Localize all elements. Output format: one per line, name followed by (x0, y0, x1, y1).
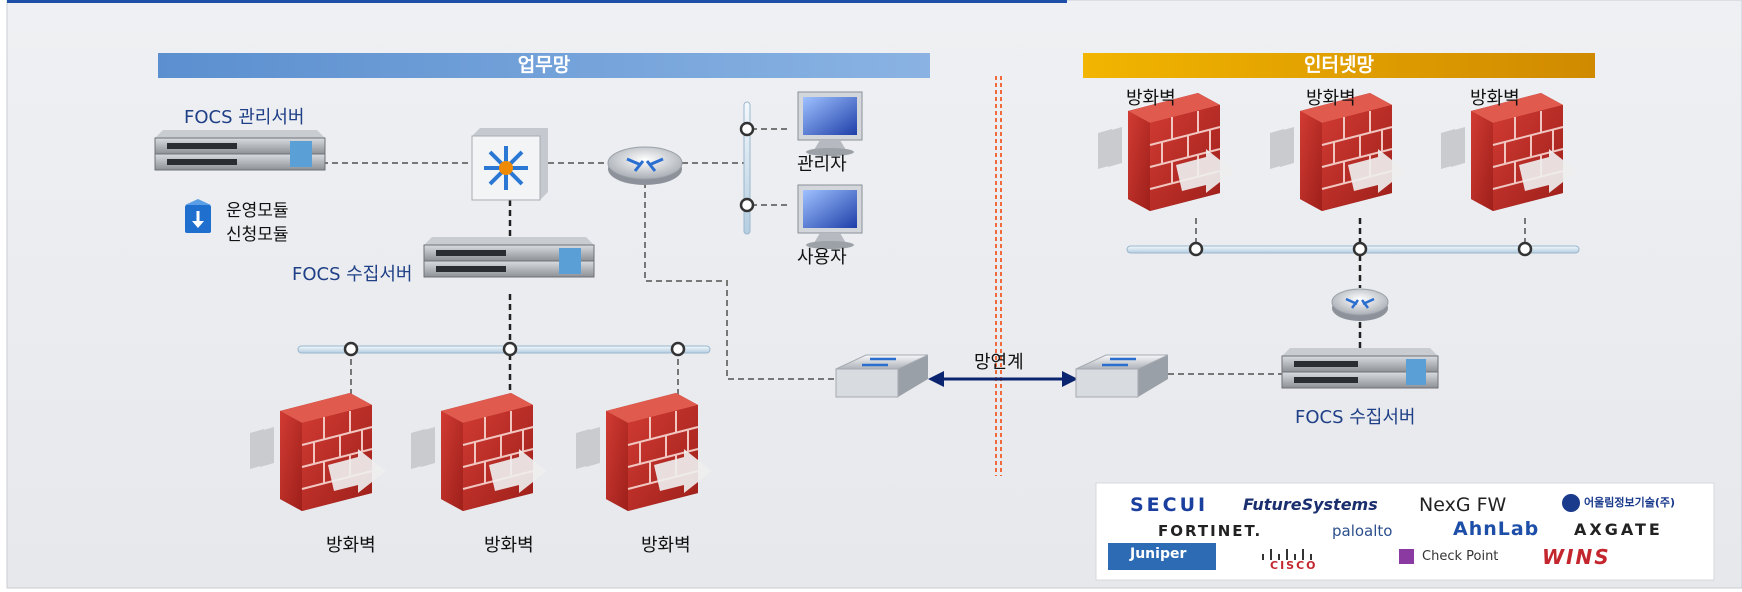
focs-mgmt-server-icon (154, 130, 326, 171)
focs-collect-server-left-icon (423, 237, 595, 278)
internet-router-icon (1331, 288, 1389, 321)
business-zone-title: 업무망 (517, 54, 571, 76)
firewall-bottom-3-label: 방화벽 (641, 535, 691, 556)
business-zone-band (158, 53, 930, 78)
admin-label: 관리자 (797, 154, 847, 175)
user-monitor-icon (797, 184, 863, 249)
nexg-logo: NexG FW (1419, 494, 1507, 516)
secui-logo: SECUI (1130, 494, 1209, 516)
network-link-label: 망연계 (974, 352, 1024, 373)
checkpoint-logo: Check Point (1422, 549, 1499, 564)
fortinet-logo: FORTINET. (1158, 522, 1263, 540)
user-label: 사용자 (797, 247, 847, 268)
admin-monitor-icon (797, 91, 863, 156)
juniper-logo: Juniper (1130, 546, 1187, 562)
ops-module-label: 운영모듈 (226, 201, 289, 221)
axgate-logo: AXGATE (1574, 520, 1663, 539)
wins-logo: WINS (1542, 545, 1611, 569)
future-systems-logo: FutureSystems (1243, 495, 1378, 514)
focs-collect-server-left-label: FOCS 수집서버 (292, 264, 413, 285)
internet-zone-band (1083, 53, 1595, 78)
core-switch-icon (471, 128, 548, 201)
router-icon (607, 146, 683, 185)
cisco-logo: CISCO (1270, 559, 1318, 572)
firewall-top-3-label: 방화벽 (1470, 88, 1520, 109)
firewall-top-2-label: 방화벽 (1306, 88, 1356, 109)
vendor-logo-card (1095, 482, 1715, 581)
link-switch-left-icon (835, 354, 929, 398)
module-download-icon (185, 199, 211, 233)
firewall-top-1-label: 방화벽 (1126, 88, 1176, 109)
eoullim-logo: 어울림정보기술(주) (1584, 496, 1676, 509)
firewall-bottom-1-label: 방화벽 (326, 535, 376, 556)
focs-mgmt-server-label: FOCS 관리서버 (184, 107, 305, 128)
cisco-bars (1262, 549, 1312, 560)
link-switch-right-icon (1075, 354, 1169, 398)
firewall-bottom-2-label: 방화벽 (484, 535, 534, 556)
request-module-label: 신청모듈 (226, 225, 289, 245)
network-link-arrow (928, 371, 1078, 387)
focs-collect-server-right-label: FOCS 수집서버 (1295, 407, 1416, 428)
internet-zone-title: 인터넷망 (1304, 54, 1374, 76)
focs-collect-server-right-icon (1281, 348, 1439, 389)
ahnlab-logo: AhnLab (1453, 518, 1540, 540)
paloalto-logo: paloalto (1332, 522, 1393, 540)
